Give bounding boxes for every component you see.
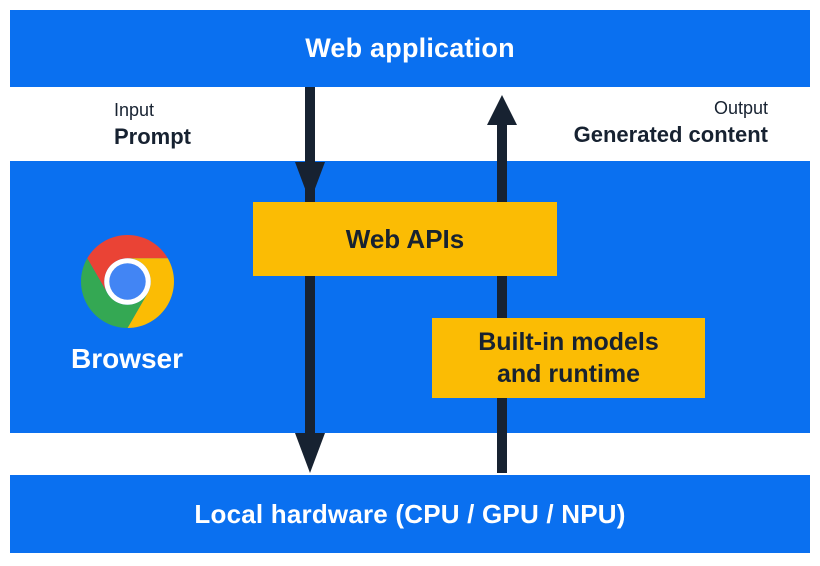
chrome-logo-icon [80,235,174,328]
browser-badge: Browser [57,235,197,375]
web-application-bar: Web application [10,10,810,87]
input-caption: Input [114,100,155,120]
prompt-label: Prompt [114,124,191,149]
builtin-models-label-line1: Built-in models [478,328,659,356]
browser-label: Browser [70,343,184,374]
builtin-models-label-line2: and runtime [496,360,641,388]
chrome-logo-center [108,263,146,300]
chrome-logo-yellow-segment [127,258,174,328]
generated-content-label: Generated content [573,122,768,147]
web-application-label: Web application [305,33,515,63]
local-hardware-label: Local hardware (CPU / GPU / NPU) [194,498,626,529]
up-arrowhead-icon [487,95,517,125]
web-apis-box: Web APIs [253,202,557,276]
chrome-logo-red-segment [86,235,168,294]
web-apis-label: Web APIs [345,223,465,254]
input-label-block: Input Prompt [114,100,191,150]
local-hardware-bar: Local hardware (CPU / GPU / NPU) [10,475,810,553]
up-arrow-line [497,122,507,473]
down-arrowhead-bottom-icon [295,433,325,473]
down-arrowhead-icon [295,162,325,202]
output-label-block: Output Generated content [574,98,768,148]
chrome-logo-green-segment [80,258,148,328]
builtin-models-box: Built-in models and runtime [432,318,705,398]
output-caption: Output [713,98,768,118]
